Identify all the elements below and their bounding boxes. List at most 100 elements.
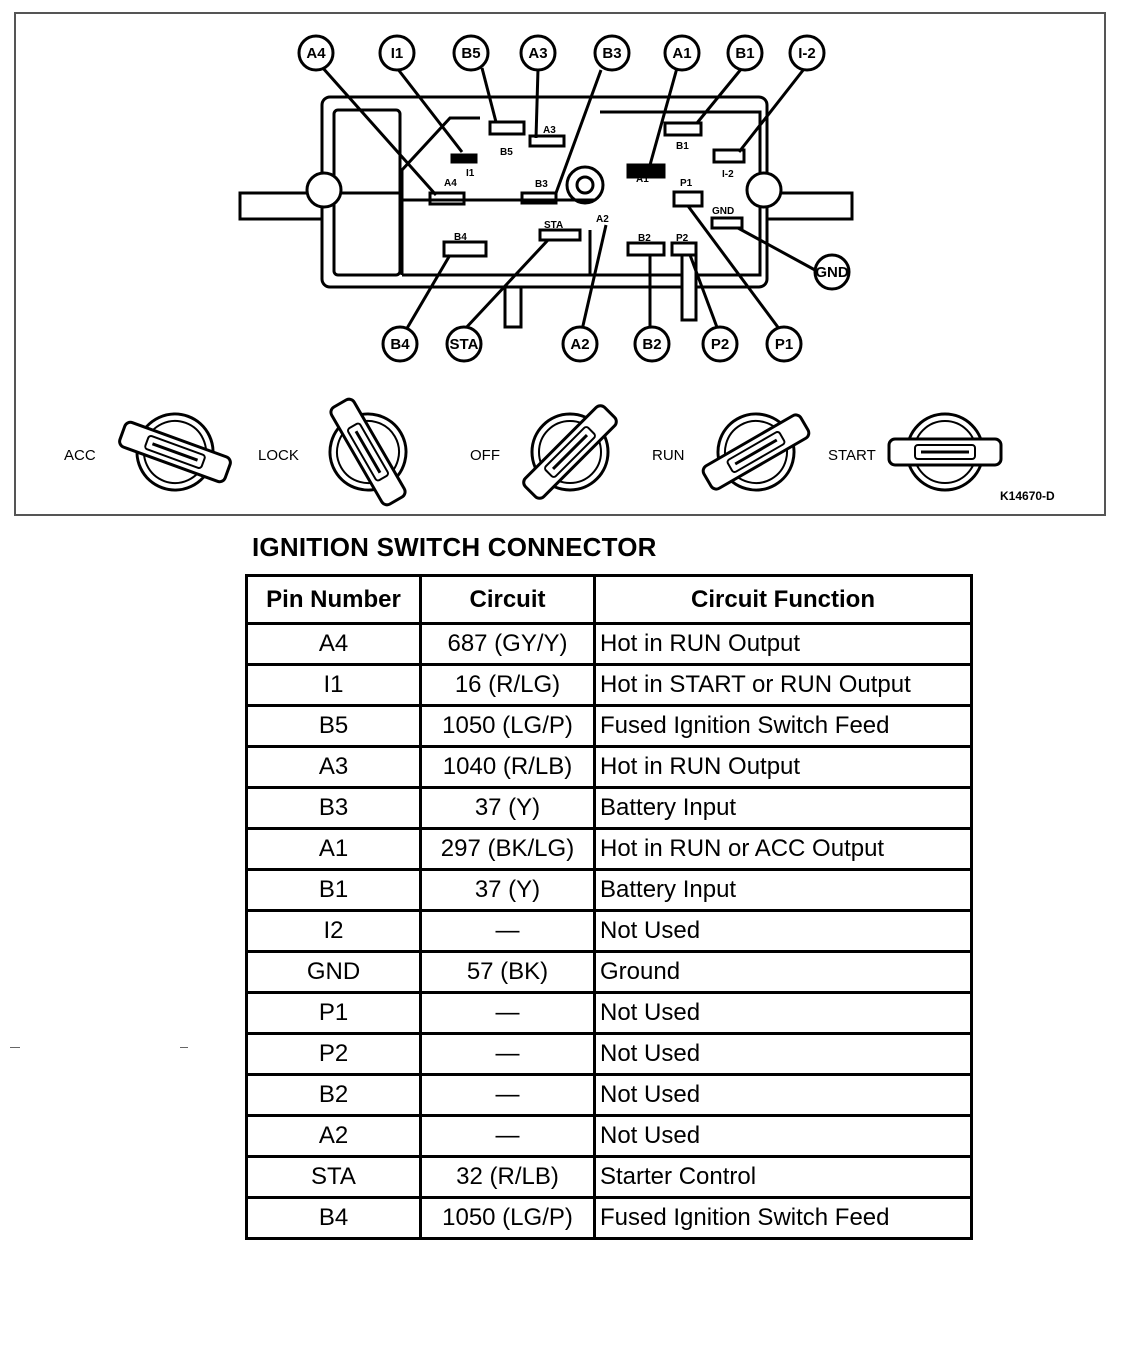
header-pin-number: Pin Number — [245, 574, 422, 625]
key-cylinder-icon — [118, 412, 232, 492]
key-cylinder-icon — [328, 397, 408, 507]
inner-label-b3: B3 — [535, 179, 548, 190]
ignition-switch-diagram: A4 I1 B5 A3 B3 A1 B1 I-2 P1 GND B4 STA A… — [64, 34, 1055, 507]
terminal-b1 — [663, 121, 703, 137]
key-cylinder-icon — [887, 412, 1003, 492]
table-row: A2—Not Used — [245, 1114, 973, 1158]
callout-label: B5 — [461, 45, 480, 62]
table-row: B2—Not Used — [245, 1073, 973, 1117]
cell-circuit: — — [419, 1073, 596, 1117]
terminal-i2 — [712, 148, 746, 164]
callout-bottom: B4 — [381, 325, 419, 363]
callout-label: A3 — [528, 45, 547, 62]
table-title: IGNITION SWITCH CONNECTOR — [252, 532, 657, 562]
key-position: START — [828, 412, 1003, 492]
cell-pin-number: I1 — [245, 663, 422, 707]
callout-top: A4 — [297, 34, 335, 72]
callout-label: A4 — [306, 45, 326, 62]
inner-label-b5: B5 — [500, 147, 513, 158]
terminal-i1 — [450, 153, 478, 164]
cell-pin-number: A2 — [245, 1114, 422, 1158]
key-positions: ACC LOCK OFF RUN START — [64, 397, 1003, 507]
cell-circuit: 16 (R/LG) — [419, 663, 596, 707]
cell-circuit: 297 (BK/LG) — [419, 827, 596, 871]
cell-circuit-function: Not Used — [593, 1073, 973, 1117]
inner-label-a2: A2 — [596, 214, 609, 225]
bottom-post — [503, 285, 523, 329]
callout-top: B3 — [593, 34, 631, 72]
inner-label-b2: B2 — [638, 233, 651, 244]
table-header-row: Pin Number Circuit Circuit Function — [245, 574, 973, 625]
inner-label-a1: A1 — [636, 174, 649, 185]
callout-label: I1 — [391, 45, 404, 62]
key-position: ACC — [64, 412, 232, 492]
key-position: LOCK — [258, 397, 408, 507]
cell-circuit: 1040 (R/LB) — [419, 745, 596, 789]
cell-pin-number: I2 — [245, 909, 422, 953]
key-position-label: LOCK — [258, 447, 299, 464]
cell-circuit: 1050 (LG/P) — [419, 704, 596, 748]
callout-top: A3 — [519, 34, 557, 72]
callout-bottom: P1 — [765, 325, 803, 363]
inner-label-a3: A3 — [543, 125, 556, 136]
right-mounting-hole — [745, 171, 783, 209]
cell-circuit-function: Battery Input — [593, 868, 973, 912]
cell-pin-number: A4 — [245, 622, 422, 666]
cell-pin-number: B3 — [245, 786, 422, 830]
callout-label: P1 — [775, 336, 793, 353]
cell-circuit: 1050 (LG/P) — [419, 1196, 596, 1240]
key-position: RUN — [652, 412, 811, 492]
cell-pin-number: B5 — [245, 704, 422, 748]
callout-gnd: GND — [813, 253, 851, 291]
terminal-a4 — [428, 191, 466, 206]
callout-top: B1 — [726, 34, 764, 72]
cell-circuit: 687 (GY/Y) — [419, 622, 596, 666]
cell-pin-number: P2 — [245, 1032, 422, 1076]
stray-mark-right — [180, 1047, 188, 1048]
cell-pin-number: A1 — [245, 827, 422, 871]
inner-label-b1: B1 — [676, 141, 689, 152]
cell-circuit: — — [419, 909, 596, 953]
cell-circuit-function: Hot in RUN or ACC Output — [593, 827, 973, 871]
inner-label-p1: P1 — [680, 178, 693, 189]
inner-label-sta: STA — [544, 220, 563, 231]
key-position: OFF — [470, 404, 618, 500]
terminal-a3 — [528, 134, 566, 148]
cell-circuit-function: Ground — [593, 950, 973, 994]
callout-label: B1 — [735, 45, 754, 62]
cell-circuit-function: Hot in RUN Output — [593, 622, 973, 666]
terminal-a1 — [626, 163, 666, 179]
key-cylinder-icon — [701, 412, 811, 492]
cell-pin-number: STA — [245, 1155, 422, 1199]
inner-label-gnd: GND — [712, 206, 734, 217]
terminal-sta — [538, 228, 582, 242]
cell-circuit-function: Battery Input — [593, 786, 973, 830]
callout-label: B3 — [602, 45, 621, 62]
cell-pin-number: P1 — [245, 991, 422, 1035]
header-circuit: Circuit — [419, 574, 596, 625]
cell-circuit: 57 (BK) — [419, 950, 596, 994]
callout-bottom: B2 — [633, 325, 671, 363]
cell-pin-number: GND — [245, 950, 422, 994]
cell-circuit-function: Hot in START or RUN Output — [593, 663, 973, 707]
cell-pin-number: B2 — [245, 1073, 422, 1117]
callout-top: B5 — [452, 34, 490, 72]
callout-label: GND — [815, 264, 849, 281]
callout-top: I-2 — [788, 34, 826, 72]
terminal-b3 — [520, 191, 558, 205]
key-position-label: START — [828, 447, 876, 464]
callout-label: P2 — [711, 336, 729, 353]
cell-circuit-function: Not Used — [593, 1032, 973, 1076]
cell-circuit-function: Not Used — [593, 1114, 973, 1158]
cell-circuit: 37 (Y) — [419, 786, 596, 830]
terminal-b4 — [442, 240, 488, 258]
callout-label: STA — [450, 336, 479, 353]
inner-label-p2: P2 — [676, 233, 689, 244]
